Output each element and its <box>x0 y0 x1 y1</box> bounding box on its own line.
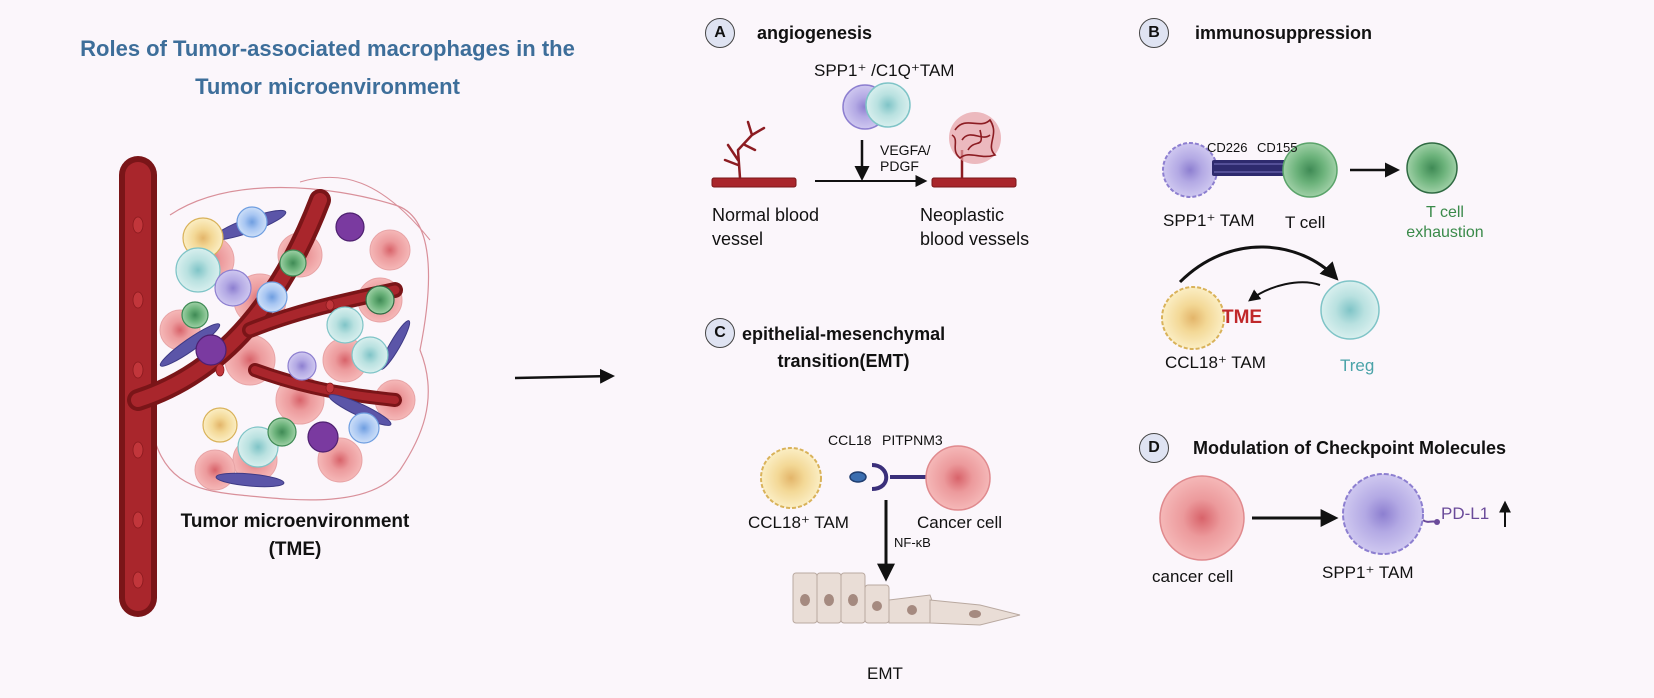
cancer-cell-label-d: cancer cell <box>1152 567 1234 586</box>
panel-c-badge: C <box>705 318 735 348</box>
t-cell-exhaustion-label: T cell exhaustion <box>1400 203 1490 243</box>
tme-red-label: TME <box>1222 307 1263 328</box>
tumor-microenvironment-illustration <box>119 156 431 617</box>
normal-line-1: Normal blood <box>712 205 820 225</box>
panel-b-badge: B <box>1139 18 1169 48</box>
panel-c-illustration <box>760 445 1021 626</box>
panel-c-header-line-1: epithelial-mesenchymal <box>742 324 946 344</box>
t-cell-label: T cell <box>1285 213 1326 232</box>
pitpnm3-label: PITPNM3 <box>882 432 943 448</box>
cancer-cell-label-c: Cancer cell <box>917 513 1003 532</box>
panel-a-factor: VEGFA/ PDGF <box>880 142 931 174</box>
tme-label-line-1: Tumor microenvironment <box>180 511 410 532</box>
panel-c-header: epithelial-mesenchymal transition(EMT) <box>742 321 945 375</box>
main-arrow <box>514 368 615 384</box>
tme-label-line-2: (TME) <box>268 539 322 560</box>
neo-line-1: Neoplastic <box>920 205 1005 225</box>
emt-label: EMT <box>867 664 903 683</box>
panel-d-badge: D <box>1139 433 1169 463</box>
panel-a-illustration <box>711 82 1017 188</box>
cd226-label: CD226 <box>1207 140 1248 155</box>
panel-b-illustration <box>1161 142 1458 350</box>
panel-d-illustration <box>1159 473 1511 561</box>
treg-label: Treg <box>1340 356 1375 375</box>
ccl18-label: CCL18 <box>828 432 872 448</box>
panel-a-tam-label: SPP1⁺ /C1Q⁺TAM <box>814 61 955 80</box>
exhaustion-line-2: exhaustion <box>1406 224 1484 241</box>
neoplastic-vessel-label: Neoplastic blood vessels <box>920 203 1029 251</box>
panel-a-badge: A <box>705 18 735 48</box>
pd-l1-label: PD-L1 <box>1441 504 1490 523</box>
spp1-tam-label-d: SPP1⁺ TAM <box>1322 563 1414 582</box>
panel-d-header: Modulation of Checkpoint Molecules <box>1193 438 1507 458</box>
title-line-2: Tumor microenvironment <box>195 74 460 99</box>
neo-line-2: blood vessels <box>920 229 1030 249</box>
nfkb-label: NF-κB <box>894 535 931 550</box>
cd155-label: CD155 <box>1257 140 1298 155</box>
title-line-1: Roles of Tumor-associated macrophages in… <box>80 36 575 61</box>
tme-label: Tumor microenvironment (TME) <box>160 508 430 564</box>
normal-vessel-label: Normal blood vessel <box>712 203 819 251</box>
exhaustion-line-1: T cell <box>1426 204 1464 221</box>
ccl18-tam-label: CCL18⁺ TAM <box>1165 353 1266 372</box>
panel-b-header: immunosuppression <box>1195 23 1373 43</box>
factor-line-1: VEGFA/ <box>880 142 931 158</box>
normal-line-2: vessel <box>712 229 764 249</box>
panel-c-header-line-2: transition(EMT) <box>777 351 910 371</box>
spp1-tam-label: SPP1⁺ TAM <box>1163 211 1255 230</box>
page-title: Roles of Tumor-associated macrophages in… <box>0 30 655 106</box>
panel-a-header: angiogenesis <box>757 23 873 43</box>
ccl18-tam-label-c: CCL18⁺ TAM <box>748 513 849 532</box>
factor-line-2: PDGF <box>880 158 919 174</box>
